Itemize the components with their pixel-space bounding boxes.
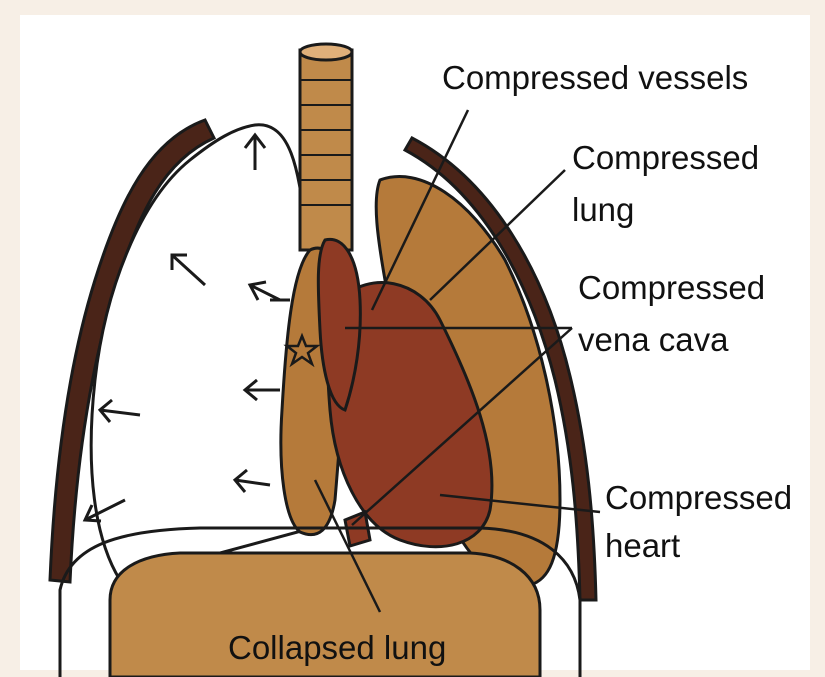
collapsed-lung-label: Collapsed lung: [228, 628, 446, 668]
compressed-vena-cava-label-line2: vena cava: [578, 320, 728, 360]
compressed-heart-label-line2: heart: [605, 526, 680, 566]
trachea: [300, 44, 352, 250]
compressed-lung-label-line2: lung: [572, 190, 634, 230]
compressed-lung-label: Compressed: [572, 138, 759, 178]
compressed-vessels-label: Compressed vessels: [442, 58, 748, 98]
compressed-vena-cava-label: Compressed: [578, 268, 765, 308]
compressed-heart-label: Compressed: [605, 478, 792, 518]
